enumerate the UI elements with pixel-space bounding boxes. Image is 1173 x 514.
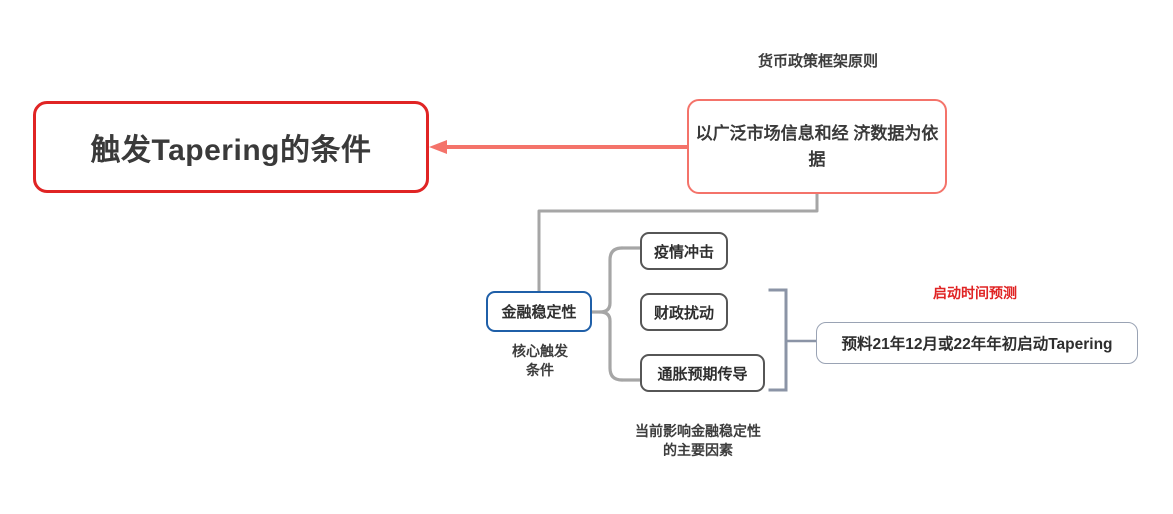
node-principle-label: 以广泛市场信息和经 济数据为依据 — [695, 124, 939, 169]
link-principle-to-root — [429, 140, 687, 154]
caption-monetary-policy-framework: 货币政策框架原则 — [757, 53, 878, 70]
bracket-factors-to-prediction — [768, 288, 816, 392]
node-prediction-tapering-start[interactable]: 预料21年12月或22年年初启动Tapering — [816, 322, 1138, 364]
node-prediction-label: 预料21年12月或22年年初启动Tapering — [841, 336, 1113, 353]
node-factor-label: 疫情冲击 — [653, 243, 714, 261]
node-factor-pandemic-shock[interactable]: 疫情冲击 — [640, 232, 728, 270]
node-factor-label: 通胀预期传导 — [657, 365, 748, 383]
node-factor-inflation-expectation[interactable]: 通胀预期传导 — [640, 354, 765, 392]
caption-launch-timing-forecast: 启动时间预测 — [933, 285, 1017, 301]
node-root-label: 触发Tapering的条件 — [90, 134, 372, 167]
node-core-financial-stability[interactable]: 金融稳定性 — [486, 291, 592, 332]
node-principle-market-data[interactable]: 以广泛市场信息和经 济数据为依据 — [687, 99, 947, 194]
caption-main-factors: 当前影响金融稳定性 的主要因素 — [635, 423, 761, 458]
node-factor-label: 财政扰动 — [653, 304, 714, 322]
node-root-trigger-conditions[interactable]: 触发Tapering的条件 — [33, 101, 429, 193]
node-core-label: 金融稳定性 — [501, 304, 577, 321]
caption-core-trigger-condition: 核心触发 条件 — [512, 343, 568, 378]
node-factor-fiscal-disturbance[interactable]: 财政扰动 — [640, 293, 728, 331]
